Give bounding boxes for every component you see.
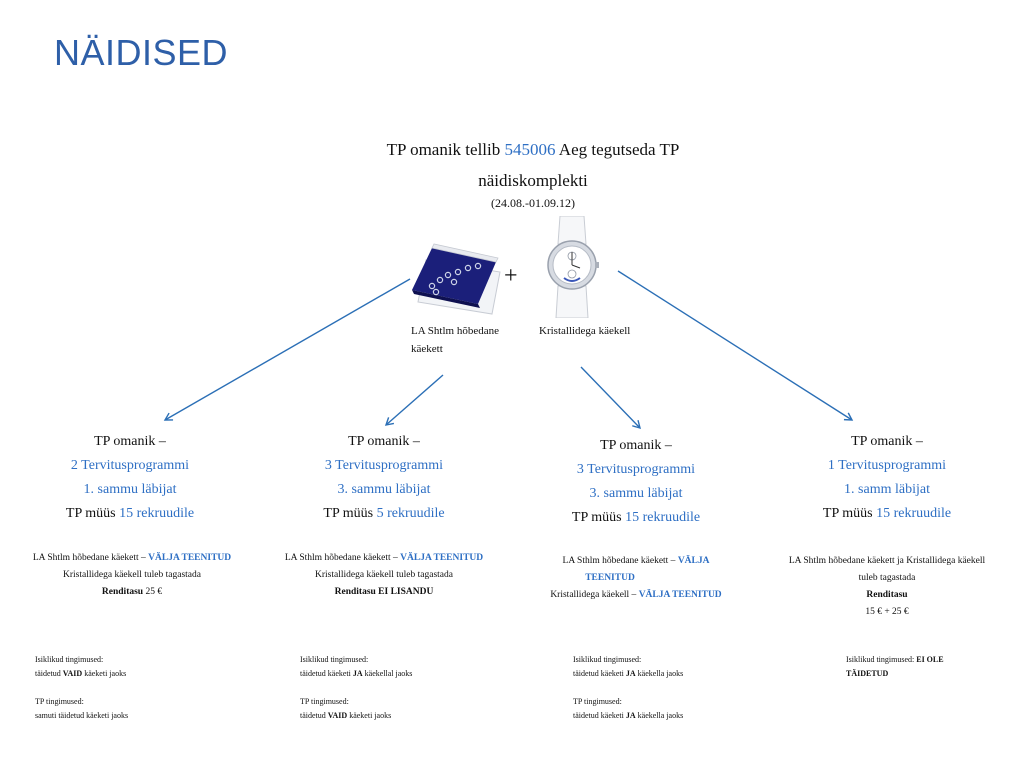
page-title: NÄIDISED: [54, 32, 229, 73]
desc-line: TEENITUD: [585, 573, 635, 583]
tp-label: TP tingimused:: [35, 697, 84, 706]
personal-label: Isiklikud tingimused:: [300, 655, 369, 664]
bracelet-box-image: [412, 243, 501, 315]
rent-label: Renditasu EI LISANDU: [334, 587, 434, 597]
desc-line: Renditasu 25 €: [14, 584, 250, 601]
intro-line1-post: Aeg tegutseda TP: [555, 140, 680, 159]
option-owner: TP omanik –: [94, 434, 166, 449]
sales-value: 5 rekruudile: [376, 506, 445, 521]
arrow-icon: [580, 366, 641, 430]
conditions-3: Isiklikud tingimused: täidetud käeketi J…: [573, 653, 683, 723]
desc-line: Kristallidega käekell – VÄLJA TEENITUD: [536, 587, 736, 604]
tp-label: TP tingimused:: [300, 697, 349, 706]
conditions-4: Isiklikud tingimused: EI OLE TÄIDETUD: [846, 653, 944, 681]
desc-highlight: VÄLJA TEENITUD: [638, 590, 722, 600]
desc-line: LA Shtlm hõbedane käekett ja Kristallide…: [788, 556, 986, 566]
caption-line: LA Shtlm hõbedane: [411, 325, 499, 337]
desc-line: Kristallidega käekell tuleb tagastada: [63, 570, 201, 580]
desc-text: LA Shtlm hõbedane käekett –: [32, 553, 149, 563]
option-description-2: LA Sthlm hõbedane käekett – VÄLJA TEENIT…: [266, 550, 502, 601]
option-sales: TP müüs 15 rekruudile: [797, 502, 977, 526]
intro-heading: TP omanik tellib 545006 Aeg tegutseda TP…: [330, 134, 736, 196]
desc-highlight: VÄLJA: [677, 556, 710, 566]
option-programs: 3 Tervitusprogrammi: [576, 462, 696, 477]
desc-line: LA Sthlm hõbedane käekett – VÄLJA: [536, 553, 736, 570]
option-description-3: LA Sthlm hõbedane käekett – VÄLJA TEENIT…: [536, 553, 736, 604]
personal-value: täidetud VAID käeketi jaoks: [35, 669, 127, 678]
desc-line: Kristallidega käekell tuleb tagastada: [315, 570, 453, 580]
option-sales: TP müüs 15 rekruudile: [546, 506, 726, 530]
option-description-4: LA Shtlm hõbedane käekett ja Kristallide…: [764, 553, 1010, 621]
option-owner: TP omanik –: [348, 434, 420, 449]
rent-value: 25 €: [143, 587, 163, 597]
option-sales: TP müüs 5 rekruudile: [294, 502, 474, 526]
option-step: 1. sammu läbijat: [83, 482, 177, 497]
sales-value: 15 rekruudile: [119, 506, 195, 521]
arrow-icon: [617, 270, 854, 421]
product-caption-watch: Kristallidega käekell: [539, 325, 631, 337]
tp-label: TP tingimused:: [573, 697, 622, 706]
desc-line: LA Sthlm hõbedane käekett – VÄLJA TEENIT…: [266, 550, 502, 567]
intro-line2: näidiskomplekti: [478, 171, 588, 190]
desc-line: Renditasu EI LISANDU: [266, 584, 502, 601]
desc-highlight: VÄLJA TEENITUD: [400, 553, 484, 563]
product-caption-bracelet: LA Shtlm hõbedane käekett: [411, 322, 499, 358]
intro-dates: (24.08.-01.09.12): [491, 196, 575, 210]
desc-text: LA Sthlm hõbedane käekett –: [284, 553, 401, 563]
desc-text: LA Sthlm hõbedane käekett –: [562, 556, 678, 566]
order-code: 545006: [504, 140, 556, 159]
personal-value: täidetud käeketi JA käekella jaoks: [573, 669, 684, 678]
personal-value: TÄIDETUD: [846, 669, 889, 678]
desc-line: LA Shtlm hõbedane käekett – VÄLJA TEENIT…: [14, 550, 250, 567]
desc-line: tuleb tagastada: [858, 573, 916, 583]
sales-value: 15 rekruudile: [625, 510, 701, 525]
sales-value: 15 rekruudile: [876, 506, 952, 521]
personal-value: täidetud käeketi JA käekellal jaoks: [300, 669, 413, 678]
personal-label: Isiklikud tingimused:: [573, 655, 642, 664]
rent-value: 15 € + 25 €: [865, 607, 909, 617]
sales-label: TP müüs: [571, 510, 626, 525]
caption-line: käekett: [411, 343, 443, 355]
rent-label: Renditasu: [101, 587, 144, 597]
option-programs: 3 Tervitusprogrammi: [324, 458, 444, 473]
arrow-icon: [163, 278, 411, 421]
option-description-1: LA Shtlm hõbedane käekett – VÄLJA TEENIT…: [14, 550, 250, 601]
option-sales: TP müüs 15 rekruudile: [40, 502, 220, 526]
option-step: 3. sammu läbijat: [337, 482, 431, 497]
desc-highlight: VÄLJA TEENITUD: [148, 553, 232, 563]
option-step: 3. sammu läbijat: [589, 486, 683, 501]
conditions-1: Isiklikud tingimused: täidetud VAID käek…: [35, 653, 128, 723]
sales-label: TP müüs: [65, 506, 120, 521]
option-owner: TP omanik –: [600, 438, 672, 453]
desc-text: Kristallidega käekell –: [550, 590, 639, 600]
option-heading-2: TP omanik – 3 Tervitusprogrammi 3. sammu…: [294, 430, 474, 526]
option-owner: TP omanik –: [851, 434, 923, 449]
option-programs: 1 Tervitusprogrammi: [827, 458, 947, 473]
arrow-icon: [384, 374, 444, 426]
option-heading-3: TP omanik – 3 Tervitusprogrammi 3. sammu…: [546, 434, 726, 530]
option-heading-4: TP omanik – 1 Tervitusprogrammi 1. samm …: [797, 430, 977, 526]
sales-label: TP müüs: [822, 506, 877, 521]
personal-label: Isiklikud tingimused:: [35, 655, 104, 664]
intro-line1-pre: TP omanik tellib: [386, 140, 505, 159]
tp-value: täidetud käeketi JA käekella jaoks: [573, 711, 684, 720]
option-programs: 2 Tervitusprogrammi: [70, 458, 190, 473]
sales-label: TP müüs: [323, 506, 377, 521]
option-heading-1: TP omanik – 2 Tervitusprogrammi 1. sammu…: [40, 430, 220, 526]
tp-value: täidetud VAID käeketi jaoks: [300, 711, 392, 720]
personal-label: Isiklikud tingimused: EI OLE: [846, 655, 944, 664]
wristwatch-image: [547, 216, 599, 318]
rent-label: Renditasu: [866, 590, 908, 600]
tp-value: samuti täidetud käeketi jaoks: [35, 711, 129, 720]
plus-sign: +: [504, 263, 518, 289]
option-step: 1. samm läbijat: [844, 482, 930, 497]
conditions-2: Isiklikud tingimused: täidetud käeketi J…: [300, 653, 412, 723]
